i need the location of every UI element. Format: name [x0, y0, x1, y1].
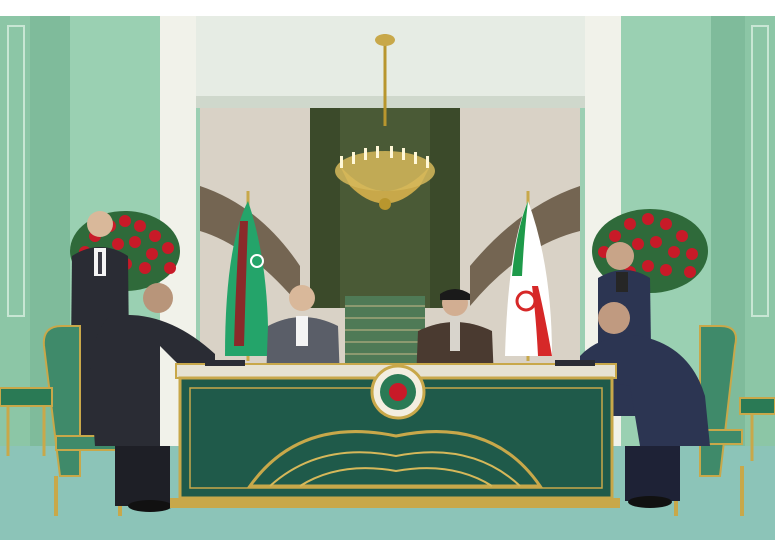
photo-frame [0, 16, 775, 540]
presidential-emblem [370, 364, 426, 420]
ceiling [195, 16, 585, 106]
signing-table [170, 363, 620, 508]
left-wall-panel [0, 16, 30, 446]
chair-left [42, 325, 129, 516]
iran-flag [505, 191, 552, 361]
signing-official-left [90, 283, 215, 512]
chandelier [335, 34, 435, 210]
signing-ceremony-photo [0, 16, 775, 540]
document-folder-left [205, 360, 245, 366]
cornice [195, 96, 585, 108]
document-folder-right [555, 360, 595, 366]
side-table-right [739, 397, 775, 461]
side-table-left [0, 387, 53, 456]
turkmenistan-flag [225, 191, 269, 361]
right-wall-panel [745, 16, 775, 446]
